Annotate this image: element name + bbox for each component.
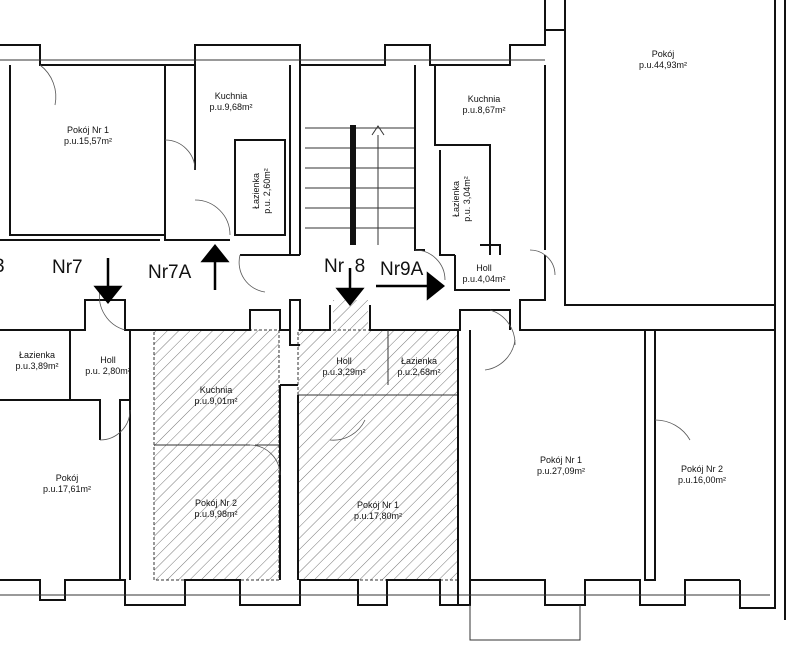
arrow-right-icon xyxy=(376,271,446,301)
arrow-up-icon xyxy=(200,243,230,290)
walls xyxy=(0,0,786,641)
apartment-label-nr7a: Nr7A xyxy=(148,262,192,283)
entrance-arrows xyxy=(93,243,446,307)
apartment-label-edge: 3 xyxy=(0,256,5,278)
arrow-down-icon xyxy=(93,258,123,305)
hatched-apartment-area xyxy=(153,300,459,581)
apartment-label-nr9a: Nr9A xyxy=(380,259,424,280)
arrow-down-icon xyxy=(335,268,365,307)
apartment-label-nr7: Nr7 xyxy=(52,257,83,278)
door-swings xyxy=(39,64,691,476)
apartment-label-nr8: Nr 8 xyxy=(324,256,366,277)
